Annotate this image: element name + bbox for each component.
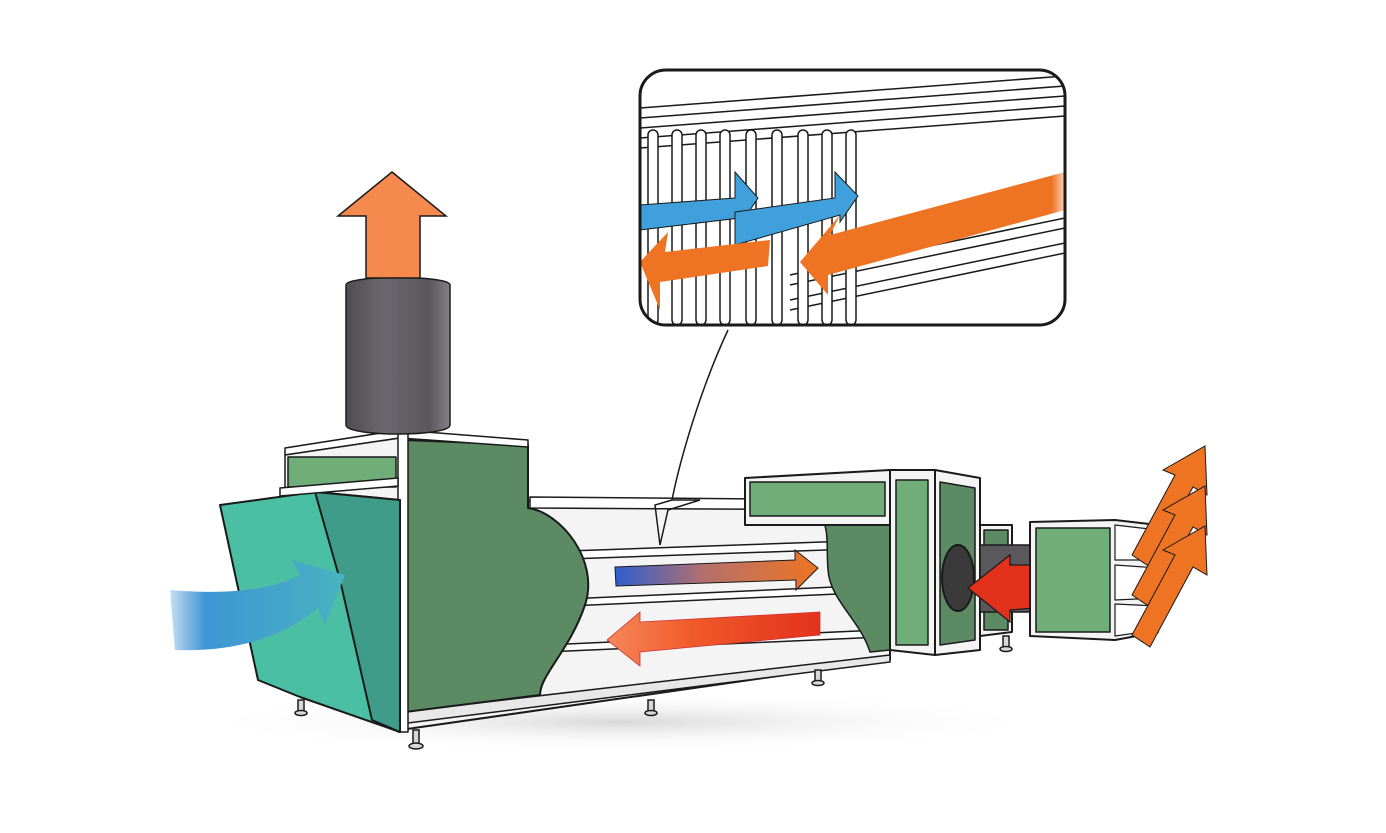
arrow-right-icon <box>734 170 859 246</box>
support-feet <box>294 635 1013 750</box>
arrow-up-right-icon <box>1131 445 1208 648</box>
inset-detail-view <box>638 68 1067 327</box>
inset-frame <box>638 68 1067 327</box>
arrow-right-icon <box>614 548 819 592</box>
callout-line <box>654 329 729 546</box>
arrow-left-icon <box>800 172 1065 295</box>
arrow-left-icon <box>640 232 770 310</box>
curved-arrow-right-icon <box>170 560 345 651</box>
exhaust-chimney <box>345 276 451 435</box>
arrow-up-icon <box>335 171 449 279</box>
arrow-left-icon <box>606 611 821 667</box>
